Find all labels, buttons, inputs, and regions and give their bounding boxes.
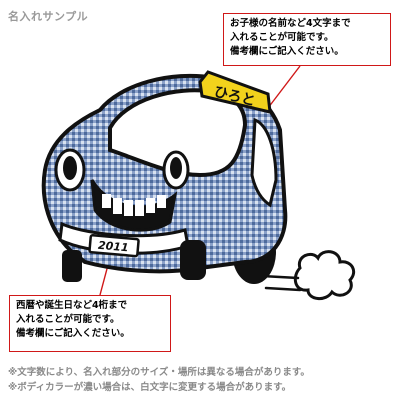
callout-bottom-line-3: 備考欄にご記入ください。 bbox=[16, 328, 130, 339]
license-plate bbox=[88, 234, 140, 258]
callout-top-pointer bbox=[267, 65, 301, 109]
callout-top-line-3: 備考欄にご記入ください。 bbox=[230, 46, 344, 57]
side-window bbox=[250, 117, 278, 208]
taxi-sign bbox=[198, 70, 272, 114]
front-right-wheel bbox=[180, 240, 206, 280]
exhaust-cloud bbox=[293, 250, 356, 300]
front-left-wheel bbox=[62, 250, 82, 282]
license-plate-text: 2011 bbox=[97, 239, 129, 255]
callout-bottom: 西暦や誕生日など4桁まで 入れることが可能です。 備考欄にご記入ください。 bbox=[9, 295, 171, 352]
callout-top-line-1: お子様の名前など4文字まで bbox=[230, 18, 351, 29]
callout-top-line-2: 入れることが可能です。 bbox=[230, 32, 334, 43]
callout-bottom-line-2: 入れることが可能です。 bbox=[16, 314, 120, 325]
callout-bottom-line-1: 西暦や誕生日など4桁まで bbox=[16, 300, 128, 311]
left-eye bbox=[54, 148, 86, 192]
callout-top: お子様の名前など4文字まで 入れることが可能です。 備考欄にご記入ください。 bbox=[223, 13, 391, 66]
note-body-color: ※ボディカラーが濃い場合は、白文字に変更する場合があります。 bbox=[8, 382, 292, 393]
mouth bbox=[90, 179, 178, 232]
right-eye bbox=[162, 150, 190, 190]
sample-label: 名入れサンプル bbox=[8, 10, 89, 23]
note-text-size: ※文字数により、名入れ部分のサイズ・場所は異なる場合があります。 bbox=[8, 367, 310, 378]
